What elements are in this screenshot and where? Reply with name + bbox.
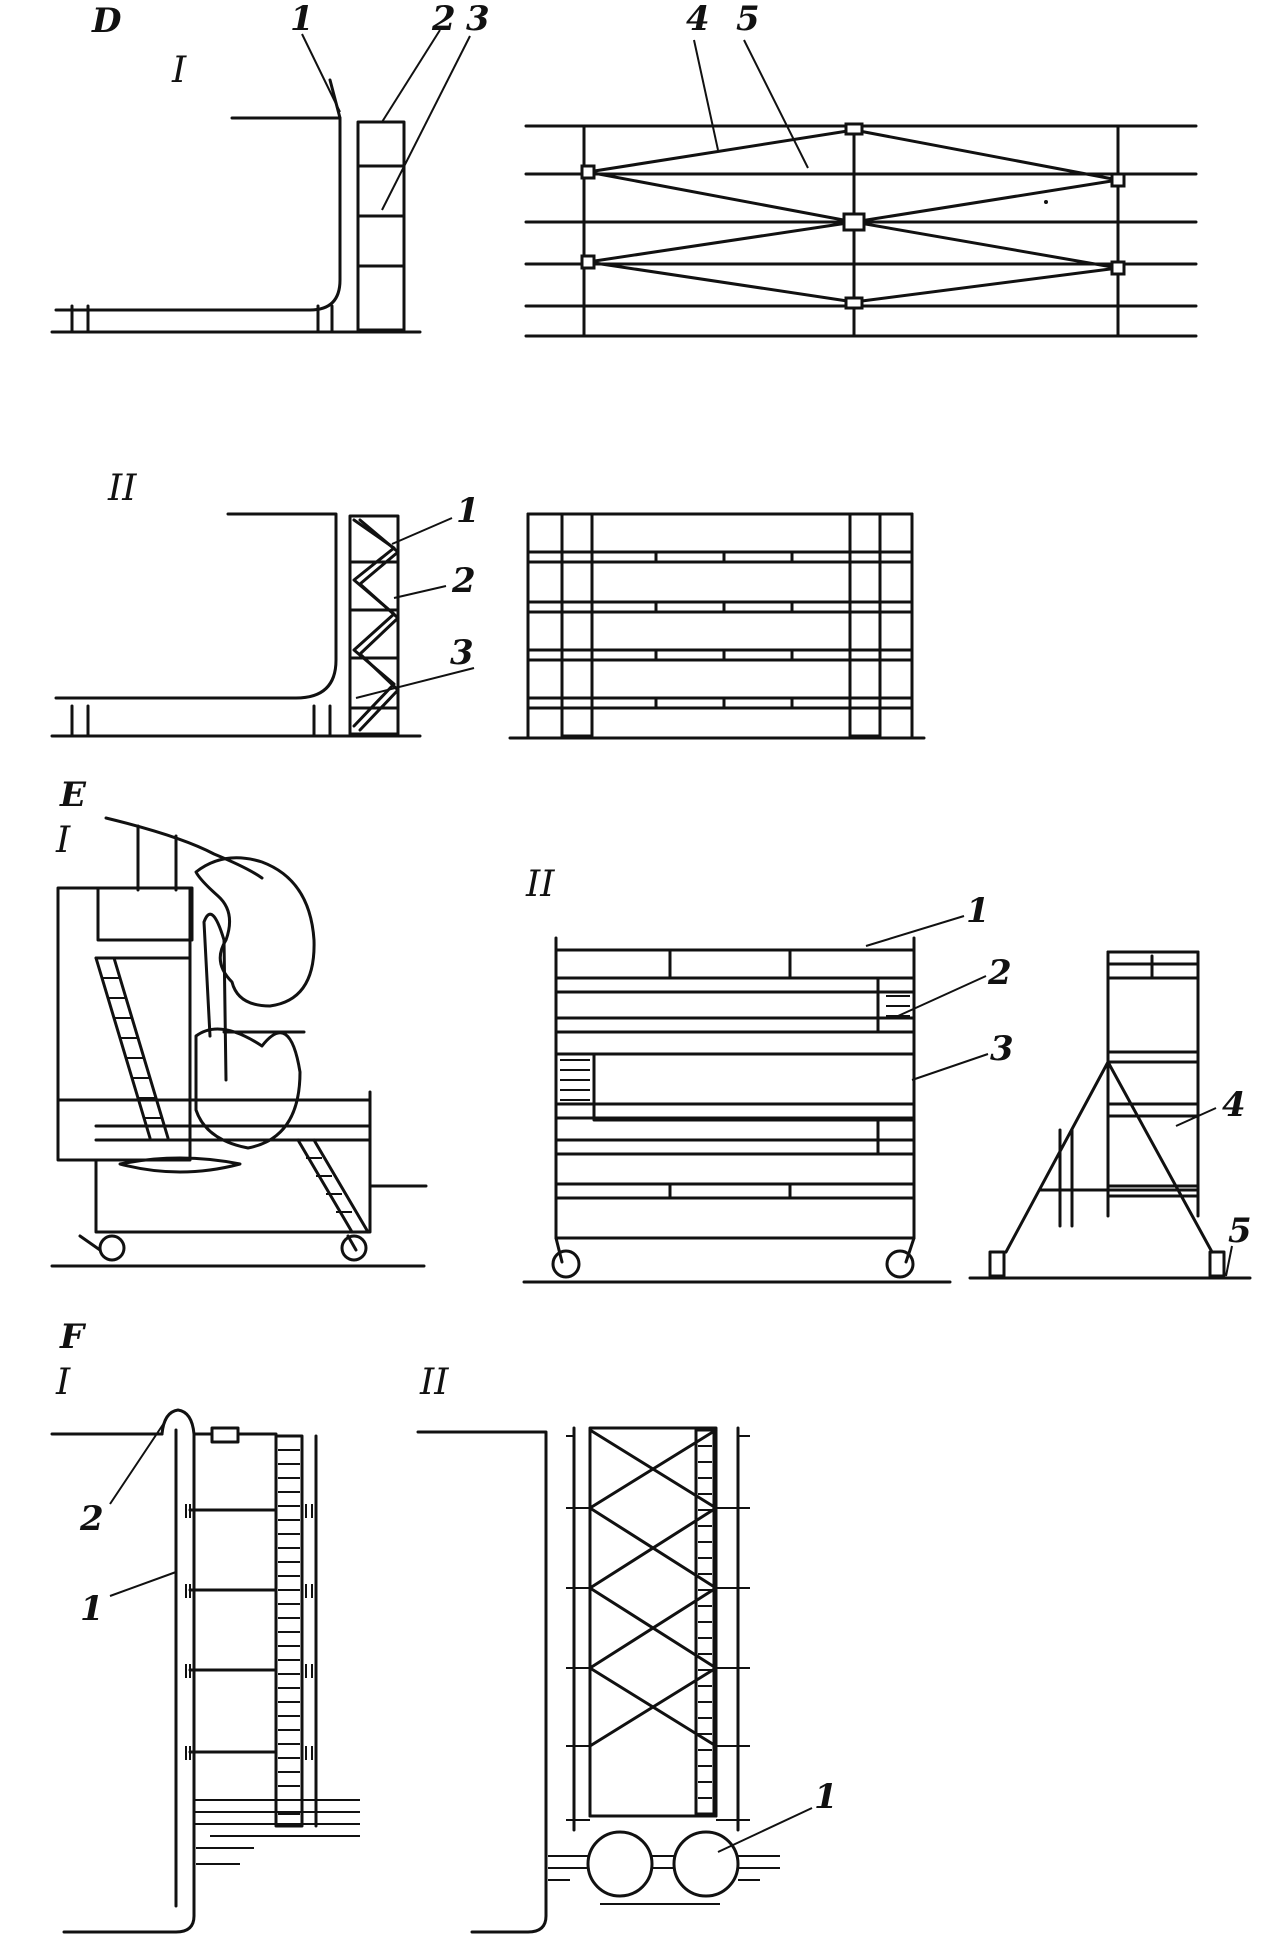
section-letter-f: F — [59, 1317, 87, 1357]
e2-side-callouts: 4 5 — [1175, 1085, 1252, 1277]
callout-e2-3: 3 — [990, 1029, 1014, 1069]
f1-callouts: 2 1 — [79, 1419, 177, 1629]
callout-d1-4: 4 — [686, 0, 710, 39]
callout-d1-3: 3 — [466, 0, 490, 39]
view-numeral-f1: I — [55, 1362, 71, 1403]
d2-scaffold-tower — [348, 514, 400, 736]
e1-ladders — [94, 956, 370, 1234]
section-letter-d: D — [91, 1, 122, 41]
view-numeral-e1: I — [55, 820, 71, 861]
d1-scaffold-tower — [356, 120, 406, 332]
view-numeral-e2: II — [525, 864, 555, 905]
callout-d1-2: 2 — [431, 0, 456, 39]
callout-e2-5: 5 — [1228, 1211, 1252, 1251]
section-letter-e: E — [59, 775, 87, 815]
callout-f2-1: 1 — [814, 1777, 838, 1817]
d2-hull-section — [50, 512, 422, 738]
callout-d1-1: 1 — [290, 0, 314, 39]
callout-f1-2: 2 — [79, 1499, 104, 1539]
d1-hull-section — [50, 78, 422, 334]
d1-callouts: 1 2 3 — [290, 0, 490, 211]
callout-d1-5: 5 — [736, 0, 760, 39]
callout-d2-1: 1 — [456, 491, 480, 531]
callout-f1-1: 1 — [80, 1589, 104, 1629]
view-numeral-d2: II — [107, 468, 137, 509]
e1-stern-with-propeller — [50, 816, 428, 1268]
d2-longitudinal-view — [508, 512, 926, 740]
f2-callouts: 1 — [717, 1777, 838, 1853]
view-numeral-f2: II — [419, 1362, 449, 1403]
d2-callouts: 1 2 3 — [355, 491, 480, 699]
callout-e2-2: 2 — [987, 953, 1012, 993]
e2-callouts: 1 2 3 — [865, 891, 1014, 1081]
f1-hanging-scaffold — [50, 1408, 360, 1934]
callout-d2-3: 3 — [450, 633, 474, 673]
f2-floating-scaffold — [416, 1426, 780, 1934]
d1-side-callouts: 4 5 — [686, 0, 809, 169]
callout-d2-2: 2 — [451, 561, 476, 601]
callout-e2-1: 1 — [966, 891, 990, 931]
e2-mobile-scaffold-front — [522, 936, 952, 1284]
d1-longitudinal-view — [524, 122, 1198, 338]
callout-e2-4: 4 — [1222, 1085, 1246, 1125]
e2-mobile-scaffold-side — [968, 950, 1252, 1280]
view-numeral-d1: I — [171, 50, 187, 91]
